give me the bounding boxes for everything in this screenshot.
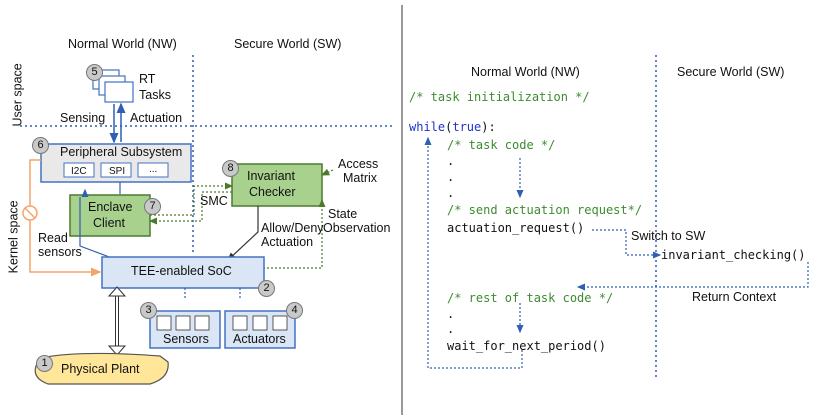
code-while-paren: ( (445, 120, 453, 134)
code-while-line: while(true): (409, 120, 496, 134)
enclave-label-1: Enclave (88, 200, 133, 214)
state-label-2: Observation (323, 221, 391, 235)
code-dot-5: . (447, 322, 455, 336)
code-while-rest: ): (481, 120, 496, 134)
user-space-label: User space (10, 63, 25, 127)
badge-5: 5 (86, 64, 103, 81)
actuators-label: Actuators (233, 332, 286, 346)
badge-6: 6 (32, 137, 49, 154)
rt-tasks-icon (104, 81, 134, 103)
bus-i2c: I2C (71, 166, 87, 177)
left-nw-heading: Normal World (NW) (68, 37, 177, 51)
code-dot-2: . (447, 170, 455, 184)
badge-1: 1 (36, 355, 53, 372)
rt-label: RT (139, 72, 156, 86)
kernel-space-label: Kernel space (6, 200, 21, 274)
bus-spi: SPI (109, 166, 126, 177)
code-dot-3: . (447, 186, 455, 200)
soc-box (101, 256, 265, 289)
code-send-comment: /* send actuation request*/ (447, 203, 643, 217)
sensors-label: Sensors (163, 332, 209, 346)
actuation-label: Actuation (130, 111, 183, 125)
read-label-2: sensors (38, 245, 82, 259)
loop-arrow (424, 136, 523, 369)
code-dot-4: . (447, 307, 455, 321)
return-context-label: Return Context (692, 290, 777, 304)
badge-4: 4 (286, 302, 303, 319)
allow-deny-label-1: Allow/Deny (261, 221, 324, 235)
code-actuation-request: actuation_request() (447, 221, 585, 235)
badge-8: 8 (222, 160, 239, 177)
code-init-comment: /* task initialization */ (409, 90, 590, 104)
right-nw-heading: Normal World (NW) (471, 65, 580, 79)
badge-7: 7 (144, 198, 161, 215)
soc-label: TEE-enabled SoC (131, 264, 232, 278)
right-sw-heading: Secure World (SW) (677, 65, 785, 79)
code-rest-comment: /* rest of task code */ (447, 291, 614, 305)
physical-plant-label: Physical Plant (61, 362, 140, 376)
code-dot-1: . (447, 154, 455, 168)
invariant-checker-box (231, 163, 323, 207)
badge-2: 2 (258, 280, 275, 297)
badge-3: 3 (140, 302, 157, 319)
allow-deny-label-2: Actuation (261, 235, 314, 249)
code-while-kw: while (409, 120, 446, 134)
code-task-comment: /* task code */ (447, 138, 556, 152)
tasks-label: Tasks (139, 88, 171, 102)
switch-to-sw-label: Switch to SW (631, 229, 706, 243)
physical-plant-shape (34, 352, 169, 385)
read-label-1: Read (38, 231, 68, 245)
access-label-2: Matrix (343, 171, 378, 185)
access-label-1: Access (338, 157, 379, 171)
enclave-label-2: Client (93, 216, 125, 230)
bus-more: ... (149, 164, 158, 175)
left-sw-heading: Secure World (SW) (234, 37, 342, 51)
code-invariant-checking: invariant_checking() (661, 248, 806, 262)
state-label-1: State (328, 207, 358, 221)
sensing-label: Sensing (60, 111, 106, 125)
smc-label: SMC (200, 194, 228, 208)
code-wait-next: wait_for_next_period() (447, 339, 606, 353)
invariant-label-2: Checker (249, 185, 296, 199)
invariant-label-1: Invariant (247, 169, 295, 183)
code-true-kw: true (452, 120, 482, 134)
peripheral-subsystem-label: Peripheral Subsystem (60, 145, 183, 159)
